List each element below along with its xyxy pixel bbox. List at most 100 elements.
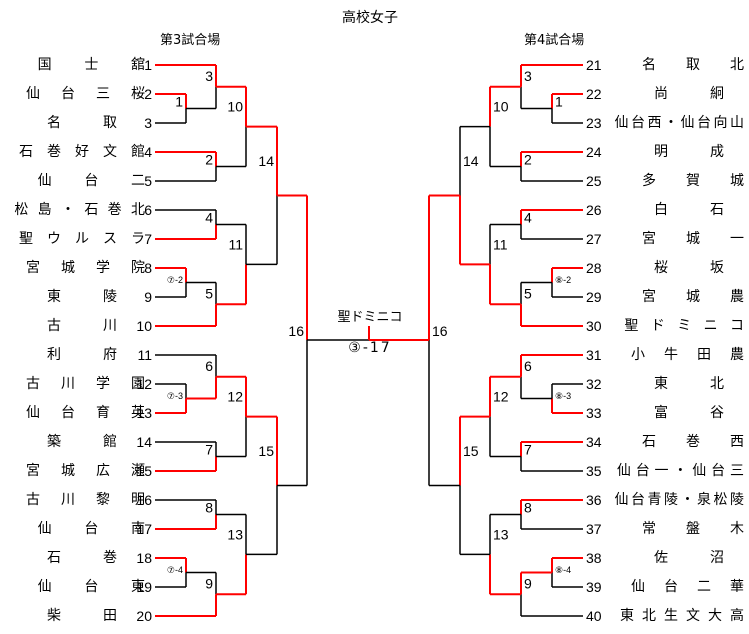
team-name: 古川 <box>47 318 159 334</box>
team-name: 白石 <box>654 202 724 218</box>
seed-number: 15 <box>136 463 152 479</box>
team-name: 築館 <box>47 434 159 450</box>
match-number: 1 <box>555 93 563 109</box>
team-name: 仙台東 <box>37 579 178 595</box>
seed-number: 29 <box>586 289 602 305</box>
team-name: 松島・石巻北 <box>14 202 155 218</box>
match-number: 4 <box>205 209 213 225</box>
seed-number: 39 <box>586 579 602 595</box>
match-number: 16 <box>432 323 448 339</box>
seed-number: 7 <box>144 231 152 247</box>
team-name: 宮城学院 <box>26 260 166 276</box>
seed-number: 35 <box>586 463 602 479</box>
seed-number: 36 <box>586 492 602 508</box>
team-name: 東北生文大高 <box>620 608 749 624</box>
seed-number: 23 <box>586 115 602 131</box>
match-number: 10 <box>227 99 243 115</box>
seed-number: 32 <box>586 376 602 392</box>
team-name: 尚絅 <box>654 86 724 102</box>
team-name: 国士舘 <box>37 57 178 73</box>
match-number: 15 <box>258 443 274 459</box>
seed-number: 10 <box>136 318 152 334</box>
match-number: 8 <box>205 499 213 515</box>
seed-number: 20 <box>136 608 152 624</box>
match-number: 8 <box>524 499 532 515</box>
team-name: 宮城広瀬 <box>26 463 166 479</box>
seed-number: 38 <box>586 550 602 566</box>
seed-number: 21 <box>586 57 602 73</box>
match-number: 13 <box>227 526 243 542</box>
seed-number: 34 <box>586 434 602 450</box>
seed-number: 40 <box>586 608 602 624</box>
seed-number: 12 <box>136 376 152 392</box>
team-name: 石巻好文館 <box>19 144 159 160</box>
seed-number: 26 <box>586 202 602 218</box>
seed-number: 27 <box>586 231 602 247</box>
sub-match-number: ⑧-3 <box>555 391 571 401</box>
match-number: 6 <box>205 358 213 374</box>
team-name: 佐沼 <box>654 550 724 566</box>
team-name: 富谷 <box>654 405 724 421</box>
team-name: 仙台青陵・泉松陵 <box>614 492 747 508</box>
team-name: 東北 <box>654 376 724 392</box>
match-number: 4 <box>524 209 532 225</box>
sub-match-number: ⑦-3 <box>167 391 183 401</box>
seed-number: 14 <box>136 434 152 450</box>
team-name: 古川黎明 <box>26 492 166 508</box>
seed-number: 18 <box>136 550 152 566</box>
team-name: 石巻 <box>47 550 159 566</box>
match-number: 16 <box>288 323 304 339</box>
seed-number: 1 <box>144 57 152 73</box>
match-number: 2 <box>524 151 532 167</box>
match-number: 12 <box>493 389 509 405</box>
team-name: 仙台西・仙台向山 <box>614 115 747 131</box>
team-name: 古川学園 <box>26 376 166 392</box>
match-number: 14 <box>463 153 479 169</box>
seed-number: 9 <box>144 289 152 305</box>
team-name: 明成 <box>654 144 724 160</box>
team-name: 多賀城 <box>642 173 744 189</box>
team-name: 仙台二 <box>37 173 178 189</box>
seed-number: 24 <box>586 144 602 160</box>
sub-match-number: ⑦-2 <box>167 275 183 285</box>
match-number: 9 <box>524 575 532 591</box>
seed-number: 16 <box>136 492 152 508</box>
seed-number: 25 <box>586 173 602 189</box>
match-number: 1 <box>175 93 183 109</box>
seed-number: 4 <box>144 144 152 160</box>
champion-name: 聖ドミニコ <box>337 310 403 325</box>
team-name: 聖ドミニコ <box>624 318 749 334</box>
match-number: 5 <box>524 285 532 301</box>
match-number: 5 <box>205 285 213 301</box>
match-number: 12 <box>227 389 243 405</box>
sub-match-number: ⑧-4 <box>555 565 571 575</box>
page-title: 高校女子 <box>342 10 398 26</box>
team-name: 名取北 <box>642 57 744 73</box>
match-number: 3 <box>524 68 532 84</box>
match-number: 7 <box>524 441 532 457</box>
team-name: 仙台三桜 <box>26 86 166 102</box>
match-number: 11 <box>228 236 243 252</box>
seed-number: 22 <box>586 86 602 102</box>
seed-number: 37 <box>586 521 602 537</box>
seed-number: 17 <box>136 521 152 537</box>
team-name: 常盤木 <box>642 521 744 537</box>
seed-number: 6 <box>144 202 152 218</box>
seed-number: 28 <box>586 260 602 276</box>
team-name: 名取 <box>47 115 159 131</box>
team-name: 宮城農 <box>642 289 744 305</box>
team-name: 仙台南 <box>37 521 178 537</box>
match-number: 2 <box>205 151 213 167</box>
match-number: 3 <box>205 68 213 84</box>
match-number: 14 <box>258 153 274 169</box>
team-name: 仙台育英 <box>26 405 166 421</box>
match-number: 11 <box>493 236 508 252</box>
seed-number: 11 <box>137 347 152 363</box>
team-name: 利府 <box>47 347 159 363</box>
seed-number: 5 <box>144 173 152 189</box>
team-name: 聖ウルスラ <box>19 231 159 247</box>
seed-number: 13 <box>136 405 152 421</box>
seed-number: 3 <box>144 115 152 131</box>
